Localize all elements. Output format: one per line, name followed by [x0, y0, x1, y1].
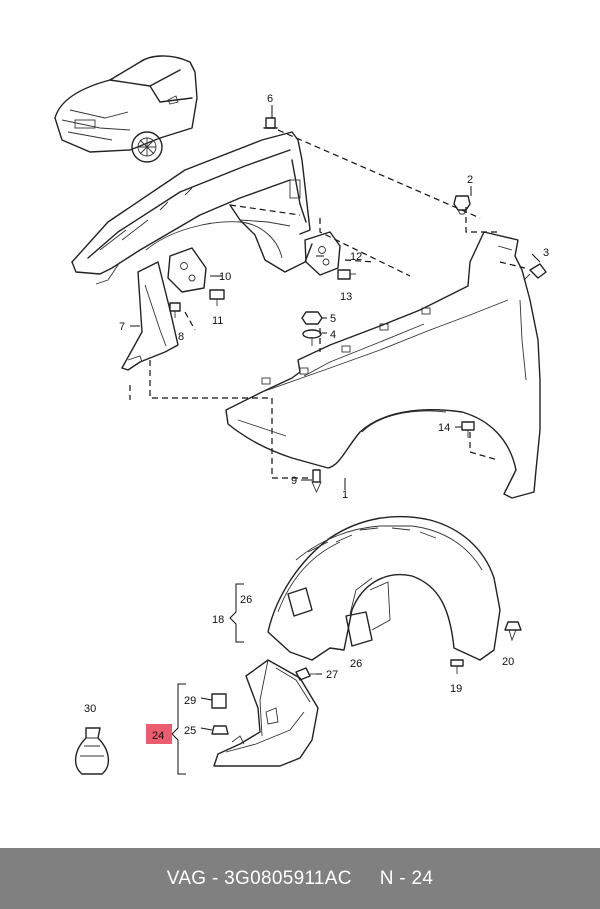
callout-19[interactable]: 19 — [450, 683, 462, 695]
callout-14[interactable]: 14 — [438, 422, 450, 434]
bolt-part-6-icon — [263, 117, 278, 129]
callout-7[interactable]: 7 — [119, 321, 125, 333]
callout-12[interactable]: 12 — [350, 251, 362, 263]
callout-26-upper[interactable]: 26 — [240, 594, 252, 606]
brand-label: VAG — [166, 867, 207, 889]
bracket-part-10 — [167, 247, 207, 293]
grommet-part-29-icon — [211, 693, 227, 709]
callout-8[interactable]: 8 — [178, 331, 184, 343]
callout-11[interactable]: 11 — [212, 315, 223, 327]
clip-part-2-icon — [453, 195, 471, 215]
callout-30[interactable]: 30 — [84, 703, 96, 715]
part-number[interactable]: 3G0805911AC — [224, 867, 352, 889]
item-prefix: N - — [379, 867, 412, 889]
callout-1[interactable]: 1 — [342, 489, 348, 501]
callout-2[interactable]: 2 — [467, 174, 473, 186]
bolt-part-8-icon — [169, 302, 181, 318]
wheel-liner-rear-section-part-24 — [213, 659, 319, 767]
bracket-part-12 — [304, 231, 341, 276]
callout-4[interactable]: 4 — [330, 329, 336, 341]
callout-6[interactable]: 6 — [267, 93, 273, 105]
screw-part-19-icon — [450, 659, 464, 674]
clip-part-25-icon — [211, 725, 229, 735]
callout-13[interactable]: 13 — [340, 291, 352, 303]
callout-25[interactable]: 25 — [184, 725, 196, 737]
bolt-part-3-icon — [523, 263, 547, 281]
callout-5[interactable]: 5 — [330, 313, 336, 325]
callout-26-lower[interactable]: 26 — [350, 658, 362, 670]
bolt-part-13-icon — [337, 269, 356, 280]
spacer — [352, 868, 380, 890]
separator: - — [206, 867, 225, 889]
highlight-box-part-24[interactable] — [146, 724, 172, 744]
wheel-housing-liner-part-18 — [267, 515, 501, 661]
callout-27[interactable]: 27 — [326, 669, 338, 681]
exploded-parts-diagram: 6 2 3 10 12 13 5 4 7 8 11 14 9 1 26 18 2… — [54, 55, 549, 775]
callout-24[interactable]: 24 — [152, 730, 164, 742]
front-fender-part-1 — [225, 231, 541, 499]
assembly-lines — [129, 129, 526, 479]
bolt-part-14-icon — [461, 421, 475, 438]
clip-part-20-icon — [504, 621, 522, 642]
callout-18[interactable]: 18 — [212, 614, 224, 626]
callout-10[interactable]: 10 — [219, 271, 231, 283]
stud-part-9-icon — [311, 469, 322, 494]
callout-29[interactable]: 29 — [184, 695, 196, 707]
part-number-footer: VAG - 3G0805911AC N - 24 — [0, 848, 600, 909]
bolt-part-11-icon — [209, 289, 225, 306]
accessory-bag-part-30-icon — [75, 727, 109, 775]
support-bracket-part-7 — [121, 261, 179, 371]
front-body-frame — [71, 131, 313, 285]
car-thumbnail-icon — [54, 55, 198, 163]
callout-labels: 6 2 3 10 12 13 5 4 7 8 11 14 9 1 26 18 2… — [84, 93, 549, 742]
callout-20[interactable]: 20 — [502, 656, 514, 668]
washer-part-4-icon — [302, 329, 322, 346]
nut-part-5-icon — [301, 311, 323, 325]
callout-3[interactable]: 3 — [543, 247, 549, 259]
item-number: 24 — [411, 867, 434, 889]
callout-9[interactable]: 9 — [291, 475, 297, 487]
